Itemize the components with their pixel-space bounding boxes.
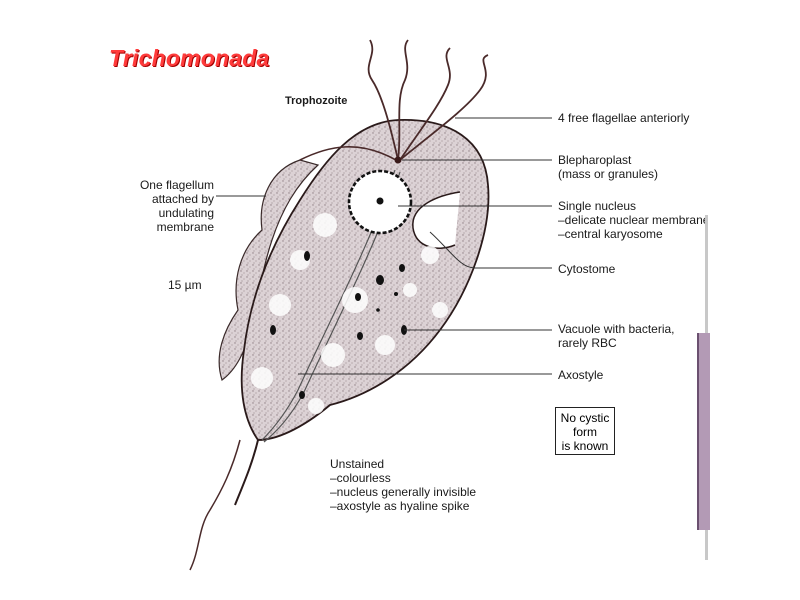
unstained-line-2: –colourless: [330, 471, 391, 485]
posterior-spike: [234, 439, 259, 506]
flagellum-marginal: [299, 146, 397, 161]
flagellum-1: [397, 39, 409, 161]
label-flagellae: 4 free flagellae anteriorly: [558, 111, 690, 125]
unstained-line-1: Unstained: [330, 457, 385, 471]
label-vacuole-line-2: rarely RBC: [558, 336, 617, 350]
note-line-3: is known: [561, 439, 609, 453]
label-undulating-membrane: One flagellum attached by undulating mem…: [120, 178, 214, 234]
label-undulating-line-2: attached by: [151, 192, 214, 206]
label-vacuole: Vacuole with bacteria, rarely RBC: [558, 322, 675, 350]
label-blepharoplast-line-1: Blepharoplast: [558, 153, 632, 167]
flagellum-2: [367, 39, 399, 161]
blepharoplast-dot: [394, 156, 402, 164]
label-scale: 15 µm: [168, 278, 202, 292]
unstained-line-3: –nucleus generally invisible: [330, 485, 477, 499]
note-line-1: No cystic: [560, 411, 610, 425]
diagram-title: Trichomonada: [109, 45, 270, 71]
label-nucleus-line-3: –central karyosome: [558, 227, 663, 241]
trailing-flagellum: [189, 439, 241, 571]
label-blepharoplast-line-2: (mass or granules): [558, 167, 659, 181]
label-nucleus: Single nucleus –delicate nuclear membran…: [558, 199, 708, 241]
label-nucleus-line-1: Single nucleus: [558, 199, 637, 213]
label-undulating-line-4: membrane: [156, 220, 214, 234]
page-edge-bar: [697, 333, 710, 530]
stage-label: Trophozoite: [285, 95, 348, 107]
unstained-notes: Unstained –colourless –nucleus generally…: [330, 457, 476, 513]
flagellum-4: [399, 54, 489, 161]
karyosome: [376, 197, 384, 205]
label-undulating-line-3: undulating: [158, 206, 214, 220]
flagellum-3: [399, 47, 451, 161]
no-cystic-form-box: No cystic form is known: [555, 407, 615, 455]
label-cytostome: Cytostome: [558, 262, 616, 276]
cell-body: [240, 119, 490, 441]
label-blepharoplast: Blepharoplast (mass or granules): [558, 153, 658, 181]
label-vacuole-line-1: Vacuole with bacteria,: [558, 322, 675, 336]
note-line-2: form: [573, 425, 597, 439]
undulating-membrane: [218, 159, 320, 381]
label-nucleus-line-2: –delicate nuclear membrane: [558, 213, 708, 227]
unstained-line-4: –axostyle as hyaline spike: [330, 499, 470, 513]
leader-lines: [216, 117, 552, 375]
label-axostyle: Axostyle: [558, 368, 604, 382]
label-undulating-line-1: One flagellum: [139, 178, 214, 192]
food-vacuoles: [270, 251, 407, 399]
